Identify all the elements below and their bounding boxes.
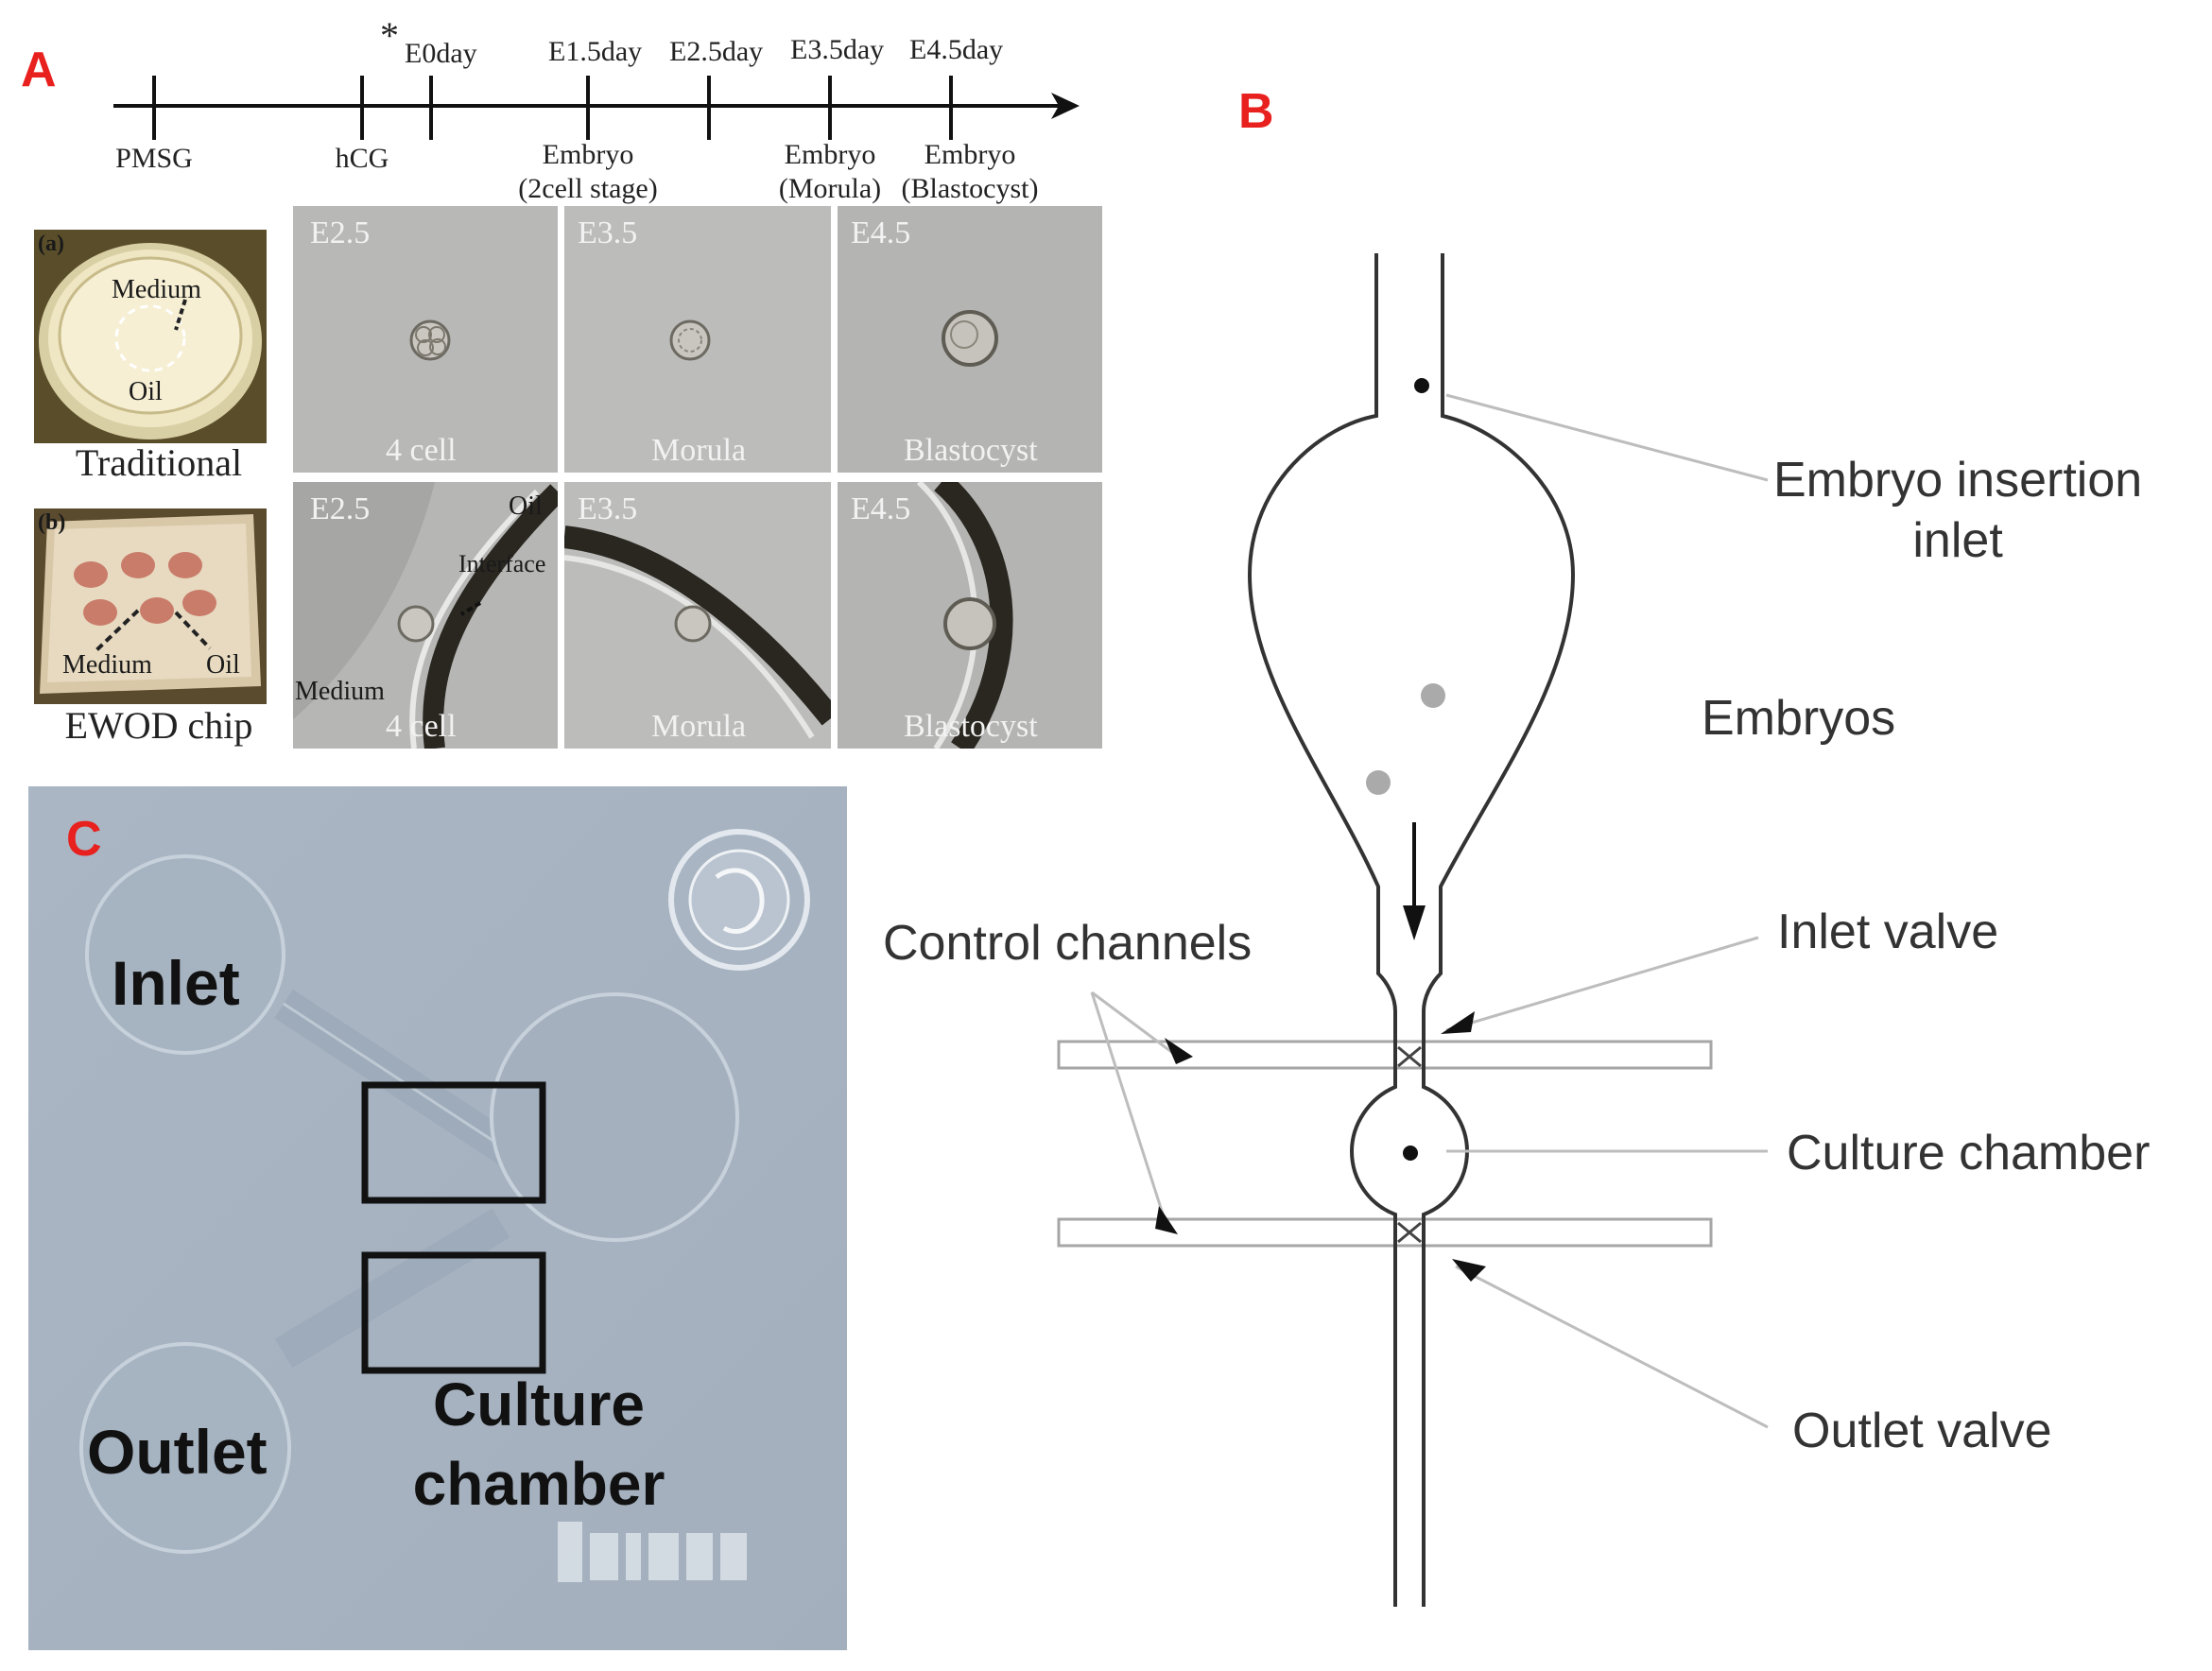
traditional-dish-photo: (a) Medium Oil <box>34 230 267 443</box>
ewod-tag: (b) <box>38 510 66 535</box>
timeline-axis <box>113 76 1080 140</box>
micrograph-ewod-e2-5: E2.5 Oil Interface Medium 4 cell <box>293 482 558 749</box>
embryo-blast-line2: (Blastocyst) <box>901 173 1039 204</box>
micrograph-stage-label: 4 cell <box>386 433 457 468</box>
micrograph-traditional-e4-5: E4.5 Blastocyst <box>838 206 1102 473</box>
micrograph-interface-label: Interface <box>458 550 546 577</box>
timeline-label-embryo-morula: Embryo (Morula) <box>779 138 881 206</box>
timeline-label-e3-5: E3.5day <box>790 34 885 65</box>
micrograph-day-label: E3.5 <box>578 491 638 526</box>
micrograph-day-label: E3.5 <box>578 215 638 250</box>
culture-chamber-label: Culture chamber <box>1787 1126 2151 1180</box>
ewod-oil-label: Oil <box>206 650 240 680</box>
embryo-insertion-line1: Embryo insertion <box>1773 453 2143 508</box>
micrograph-ewod-e4-5: E4.5 Blastocyst <box>838 482 1102 749</box>
micrograph-stage-label: Blastocyst <box>904 433 1038 468</box>
micrograph-day-label: E4.5 <box>851 491 911 526</box>
inlet-valve-label: Inlet valve <box>1777 904 1999 959</box>
micrograph-day-label: E2.5 <box>310 491 371 526</box>
ewod-caption: EWOD chip <box>64 704 253 747</box>
embryo-morula-line1: Embryo <box>784 139 876 170</box>
chip-photo: C Inlet Outlet Culture chamber <box>28 786 847 1650</box>
timeline-label-e0: E0day <box>405 38 477 69</box>
micrograph-medium-label: Medium <box>295 677 385 706</box>
timeline-label-embryo-blastocyst: Embryo (Blastocyst) <box>902 138 1039 206</box>
chip-culture-chamber-label: Culture chamber <box>413 1365 665 1524</box>
micrograph-stage-label: Morula <box>651 709 747 744</box>
panel-label-b: B <box>1238 84 1274 139</box>
chip-inlet-label: Inlet <box>112 948 240 1018</box>
micrograph-traditional-e2-5: E2.5 4 cell <box>293 206 558 473</box>
timeline-label-e1-5: E1.5day <box>548 36 643 67</box>
micrograph-traditional-e3-5: E3.5 Morula <box>564 206 831 473</box>
timeline-label-e2-5: E2.5day <box>669 36 764 67</box>
ewod-chip-photo: (b) Medium Oil <box>34 508 267 704</box>
embryo-insertion-inlet-label: Embryo insertion inlet <box>1773 450 2142 571</box>
embryo-blast-line1: Embryo <box>924 139 1016 170</box>
embryo-morula-line2: (Morula) <box>778 173 882 204</box>
culture-line2: chamber <box>412 1450 665 1518</box>
timeline-asterisk: * <box>380 14 399 57</box>
ewod-medium-label: Medium <box>62 650 152 680</box>
traditional-tag: (a) <box>38 232 64 256</box>
timeline-label-embryo-2cell: Embryo (2cell stage) <box>518 138 657 206</box>
traditional-medium-label: Medium <box>112 275 201 304</box>
embryo-insertion-line2: inlet <box>1912 513 2003 568</box>
culture-line1: Culture <box>433 1370 645 1438</box>
panel-label-c: C <box>66 812 102 867</box>
micrograph-stage-label: 4 cell <box>386 709 457 744</box>
micrograph-oil-label: Oil <box>509 491 543 521</box>
control-channels-label: Control channels <box>883 916 1253 971</box>
micrograph-stage-label: Blastocyst <box>904 709 1038 744</box>
outlet-valve-label: Outlet valve <box>1792 1404 2052 1458</box>
traditional-caption: Traditional <box>75 441 243 484</box>
panel-label-a: A <box>21 43 57 97</box>
timeline-label-pmsg: PMSG <box>115 143 193 174</box>
embryo-2cell-line2: (2cell stage) <box>518 173 658 204</box>
micrograph-day-label: E2.5 <box>310 215 371 250</box>
chip-outlet-label: Outlet <box>87 1417 268 1487</box>
micrograph-stage-label: Morula <box>651 433 747 468</box>
micrograph-day-label: E4.5 <box>851 215 911 250</box>
timeline-label-e4-5: E4.5day <box>909 34 1004 65</box>
embryos-label: Embryos <box>1702 691 1896 746</box>
timeline-label-hcg: hCG <box>335 143 389 174</box>
microfluidic-schematic <box>1057 253 1769 1607</box>
traditional-oil-label: Oil <box>129 377 163 406</box>
embryo-2cell-line1: Embryo <box>542 139 634 170</box>
micrograph-ewod-e3-5: E3.5 Morula <box>564 482 831 749</box>
